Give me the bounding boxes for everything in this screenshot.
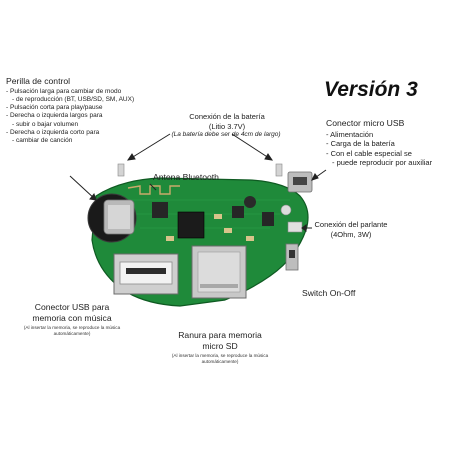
knob-item: Derecha o izquierda corto para xyxy=(6,129,134,137)
micro-usb-item-text: puede reproducir por auxiliar xyxy=(336,158,433,167)
knob-item-cont: cambiar de canción xyxy=(6,137,134,145)
arrow-battery-left xyxy=(127,133,171,161)
usb-note-line1: (Al insertar la memoria, se reproduce la… xyxy=(23,325,121,330)
usb-note-line2: automáticamente) xyxy=(53,330,91,336)
battery-pin-right xyxy=(275,163,283,177)
arrow-battery-right xyxy=(231,133,273,161)
usb-title-line1: Conector USB para xyxy=(34,302,110,312)
micro-usb-item: Con el cable especial se xyxy=(326,149,432,159)
sd-title-line2: micro SD xyxy=(202,340,238,351)
sd-annotation: Ranura para memoria micro SD (Al inserta… xyxy=(158,330,282,364)
arrow-knob xyxy=(69,175,97,201)
bluetooth-antenna xyxy=(127,185,180,195)
knob-item: Pulsación larga para cambiar de modo xyxy=(6,88,134,96)
micro-usb-connector xyxy=(287,171,313,193)
sd-note-line2: automáticamente) xyxy=(201,358,239,364)
micro-usb-item-cont: puede reproducir por auxiliar xyxy=(326,158,432,168)
usb-a-connector xyxy=(113,253,179,295)
knob-item-cont: subir o bajar volumen xyxy=(6,121,134,129)
knob-item-text: de reproducción (BT, USB/SD, SM, AUX) xyxy=(15,95,135,103)
antenna-label: Antena Bluetooth xyxy=(153,172,219,182)
knob-item: Derecha o izquierda largos para xyxy=(6,112,134,120)
control-knob xyxy=(87,193,137,243)
micro-usb-item: Alimentación xyxy=(326,130,432,140)
knob-item: Pulsación corta para play/pause xyxy=(6,104,134,112)
usb-title-line2: memoria con música xyxy=(32,312,112,323)
battery-title: Conexión de la batería xyxy=(189,112,265,121)
on-off-switch xyxy=(285,243,299,271)
speaker-terminal xyxy=(287,221,303,233)
micro-usb-title: Conector micro USB xyxy=(326,118,405,128)
knob-items: Pulsación larga para cambiar de modo de … xyxy=(6,88,134,146)
battery-spec: (Litio 3.7V) xyxy=(208,121,246,131)
version-title: Versión 3 xyxy=(324,78,418,101)
knob-item-cont: de reproducción (BT, USB/SD, SM, AUX) xyxy=(6,96,134,104)
knob-title: Perilla de control xyxy=(6,76,71,86)
arrow-antenna xyxy=(149,183,157,191)
micro-usb-item: Carga de la batería xyxy=(326,139,432,149)
switch-label: Switch On-Off xyxy=(302,288,356,298)
battery-pin-left xyxy=(117,163,125,177)
micro-usb-annotation: Conector micro USB Alimentación Carga de… xyxy=(326,118,432,168)
battery-annotation: Conexión de la batería (Litio 3.7V) xyxy=(152,112,302,131)
sd-title-line1: Ranura para memoria xyxy=(178,330,262,340)
sd-note-line1: (Al insertar la memoria, se reproduce la… xyxy=(171,353,269,358)
knob-item-text: cambiar de canción xyxy=(15,137,73,145)
knob-item-text: subir o bajar volumen xyxy=(15,120,79,128)
speaker-annotation: Conexión del parlante (4Ohm, 3W) xyxy=(310,220,392,239)
main-chip xyxy=(177,211,205,239)
micro-usb-items: Alimentación Carga de la batería Con el … xyxy=(326,130,432,168)
usb-annotation: Conector USB para memoria con música (Al… xyxy=(18,302,126,336)
micro-sd-slot xyxy=(191,245,247,299)
battery-note: (La batería debe ser de 4cm de largo) xyxy=(171,131,281,138)
knob-annotation: Perilla de control Pulsación larga para … xyxy=(6,76,134,146)
speaker-spec: (4Ohm, 3W) xyxy=(330,229,372,239)
speaker-title: Conexión del parlante xyxy=(314,220,388,229)
